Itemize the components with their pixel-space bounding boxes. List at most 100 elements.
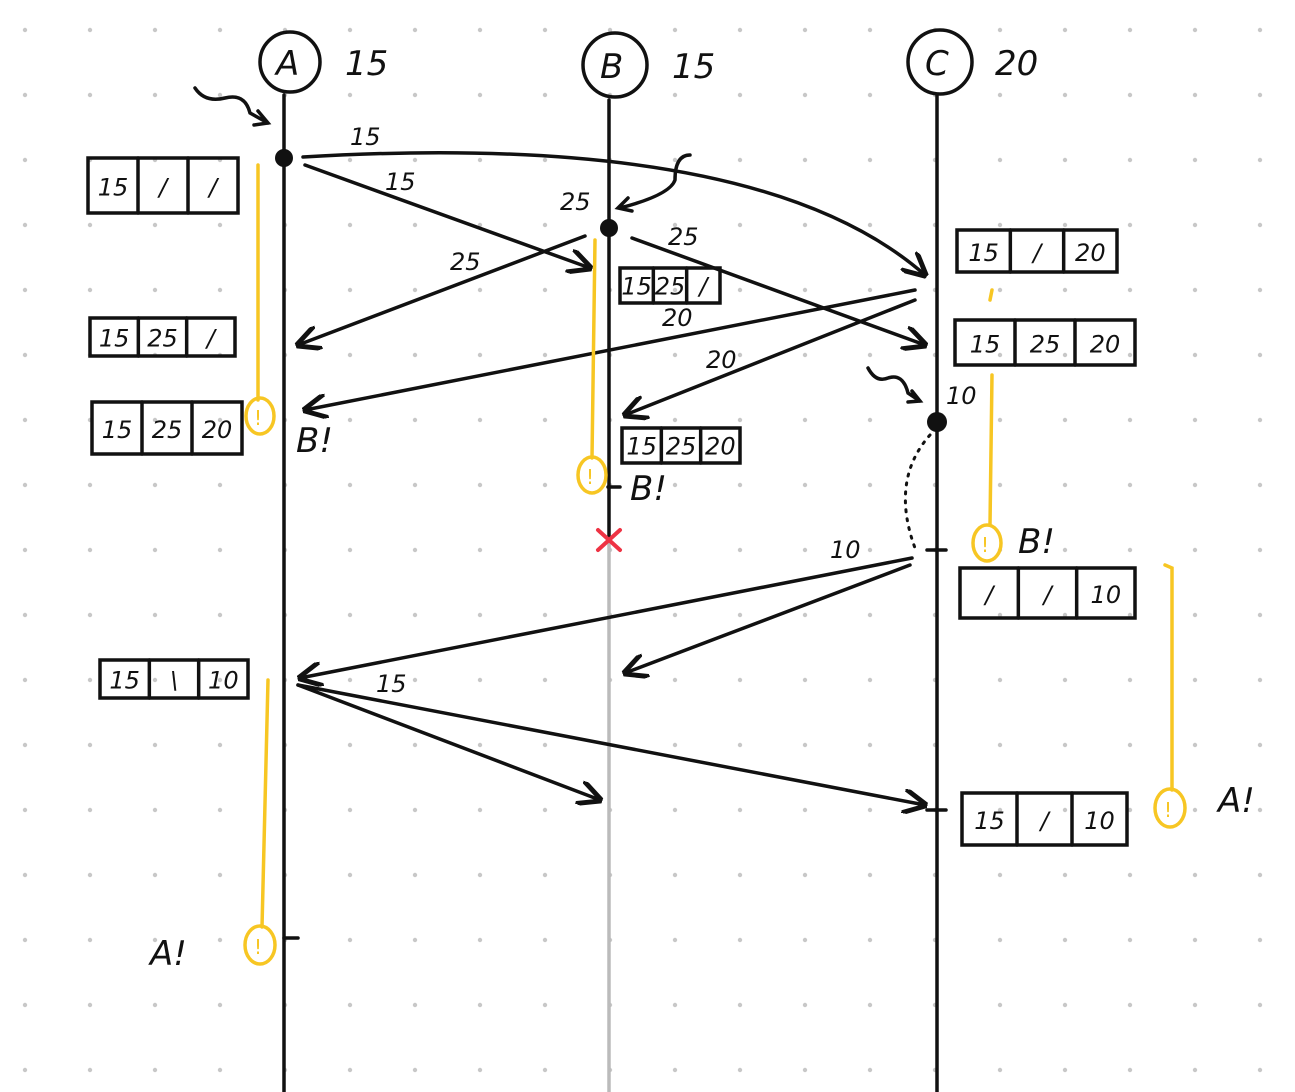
grid-dot [1127, 92, 1133, 98]
grid-dot [22, 222, 28, 228]
grid-dot [217, 222, 223, 228]
grid-dot [997, 677, 1003, 683]
grid-dot [412, 677, 418, 683]
grid-dot [1257, 612, 1263, 618]
grid-dot [802, 352, 808, 358]
grid-dot [737, 742, 743, 748]
grid-dot [802, 157, 808, 163]
grid-dot [22, 482, 28, 488]
grid-dot [672, 612, 678, 618]
grid-dot [802, 92, 808, 98]
grid-dot [412, 1067, 418, 1073]
grid-dot [412, 872, 418, 878]
grid-dot [477, 612, 483, 618]
grid-dot [22, 742, 28, 748]
grid-dot [737, 872, 743, 878]
event-dot-c [927, 412, 947, 432]
state-cell: 15 [974, 807, 1005, 835]
grid-dot [412, 417, 418, 423]
grid-dot [802, 677, 808, 683]
grid-dot [737, 352, 743, 358]
svg-text:15: 15 [350, 123, 381, 151]
grid-dot [997, 742, 1003, 748]
grid-dot [347, 612, 353, 618]
grid-dot [152, 222, 158, 228]
grid-dot [802, 937, 808, 943]
grid-dot [672, 742, 678, 748]
grid-dot [1062, 157, 1068, 163]
grid-dot [997, 287, 1003, 293]
grid-dot [22, 1002, 28, 1008]
grid-dot [412, 287, 418, 293]
grid-dot [867, 872, 873, 878]
grid-dot [152, 547, 158, 553]
svg-text:!: ! [586, 465, 594, 489]
svg-text:15: 15 [376, 670, 407, 698]
grid-dot [347, 807, 353, 813]
grid-dot [997, 222, 1003, 228]
grid-dot [477, 482, 483, 488]
grid-dot [87, 547, 93, 553]
grid-dot [737, 1067, 743, 1073]
grid-dot [672, 1002, 678, 1008]
grid-dot [1127, 1067, 1133, 1073]
grid-dot [1192, 872, 1198, 878]
grid-dot [1192, 417, 1198, 423]
grid-dot [87, 482, 93, 488]
grid-dot [477, 287, 483, 293]
grid-dot [997, 937, 1003, 943]
grid-dot [867, 157, 873, 163]
grid-dot [152, 1067, 158, 1073]
grid-dot [152, 677, 158, 683]
grid-dot [997, 352, 1003, 358]
grid-dot [1062, 1067, 1068, 1073]
grid-dot [1062, 677, 1068, 683]
grid-dot [22, 417, 28, 423]
grid-dot [542, 872, 548, 878]
grid-dot [1062, 92, 1068, 98]
grid-dot [542, 287, 548, 293]
grid-dot [22, 157, 28, 163]
grid-dot [867, 27, 873, 33]
grid-dot [542, 612, 548, 618]
state-cell: / [207, 174, 220, 202]
state-cell: 15 [109, 667, 140, 695]
grid-dot [867, 287, 873, 293]
grid-dot [152, 287, 158, 293]
grid-dot [347, 92, 353, 98]
grid-dot [867, 482, 873, 488]
grid-dot [802, 807, 808, 813]
grid-dot [542, 92, 548, 98]
grid-dot [802, 1002, 808, 1008]
grid-dot [1127, 677, 1133, 683]
state-cell: 15 [621, 272, 652, 300]
state-cell: 25 [1030, 331, 1061, 359]
state-cell: 25 [147, 325, 178, 353]
grid-dot [1257, 287, 1263, 293]
grid-dot [477, 547, 483, 553]
trigger-squiggle-b [614, 153, 692, 213]
grid-dot [152, 92, 158, 98]
grid-dot [542, 482, 548, 488]
grid-dot [997, 417, 1003, 423]
state-cell: 25 [666, 432, 697, 460]
state-cell: / [1031, 239, 1044, 267]
event-dot-b [600, 219, 618, 237]
state-cell: 10 [1091, 581, 1122, 609]
svg-text:25: 25 [450, 248, 481, 276]
grid-dot [1257, 937, 1263, 943]
grid-dot [412, 222, 418, 228]
event-dot-a [275, 149, 293, 167]
svg-text:A: A [274, 44, 299, 84]
grid-dot [22, 1067, 28, 1073]
grid-dot [477, 92, 483, 98]
state-cell: 25 [655, 272, 686, 300]
grid-dot [997, 27, 1003, 33]
grid-dot [737, 27, 743, 33]
grid-dot [542, 157, 548, 163]
grid-dot [347, 937, 353, 943]
grid-dot [347, 677, 353, 683]
